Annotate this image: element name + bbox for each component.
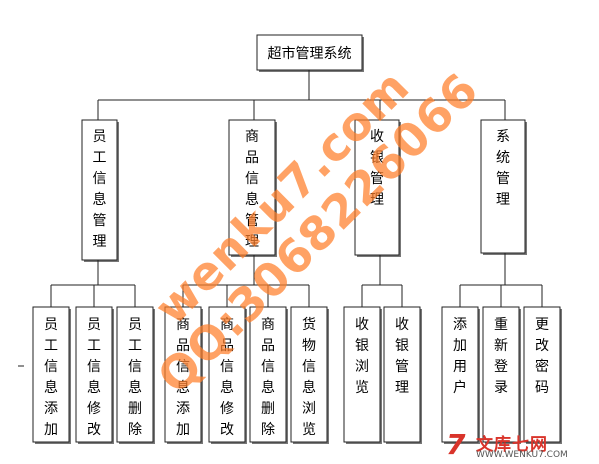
leaf-label: 收银管理 <box>395 317 409 396</box>
leaf-box <box>32 306 70 443</box>
leaf-box <box>249 306 287 443</box>
site-logo: 7 文库七网 WWW.WENKU7.COM <box>446 428 596 462</box>
root-box <box>256 34 363 71</box>
leaf-label: 员工信息添加 <box>44 317 58 438</box>
leaf-box <box>208 306 246 443</box>
leaf-box <box>441 306 479 443</box>
logo-mark: 7 <box>446 428 466 461</box>
leaf-label: 收银浏览 <box>355 317 369 396</box>
leaf-box <box>75 306 113 443</box>
leaf-label: 货物信息浏览 <box>302 316 316 438</box>
module-label-4: 系统管理 <box>496 129 510 208</box>
leaf-label: 更改密码 <box>535 317 549 396</box>
leaf-label: 商品信息修改 <box>220 317 234 438</box>
module-box-2 <box>228 119 276 256</box>
leaf-label: 商品信息删除 <box>261 317 275 438</box>
module-box-4 <box>480 119 526 254</box>
leaf-box <box>290 306 328 443</box>
module-label-2: 商品信息管理 <box>245 129 259 250</box>
leaf-box <box>116 306 154 443</box>
leaf-box <box>383 306 421 443</box>
leaf-box <box>482 306 520 443</box>
leaf-box <box>523 306 561 443</box>
leaf-label: 商品信息添加 <box>176 317 190 438</box>
logo-title: 文库七网 <box>476 435 548 455</box>
leaf-label: 添加用户 <box>453 317 467 396</box>
leaf-label: 重新登录 <box>494 317 508 396</box>
leaf-label: 员工信息删除 <box>128 317 142 438</box>
module-label-1: 员工信息管理 <box>93 129 107 250</box>
module-box-3 <box>354 119 400 256</box>
leaf-label: 员工信息修改 <box>87 317 101 438</box>
module-label-3: 收银管理 <box>370 129 384 208</box>
module-box-1 <box>81 119 118 261</box>
leaf-box <box>343 306 381 443</box>
logo-url: WWW.WENKU7.COM <box>476 450 568 460</box>
root-label: 超市管理系统 <box>268 45 352 62</box>
leaf-box <box>164 306 202 443</box>
